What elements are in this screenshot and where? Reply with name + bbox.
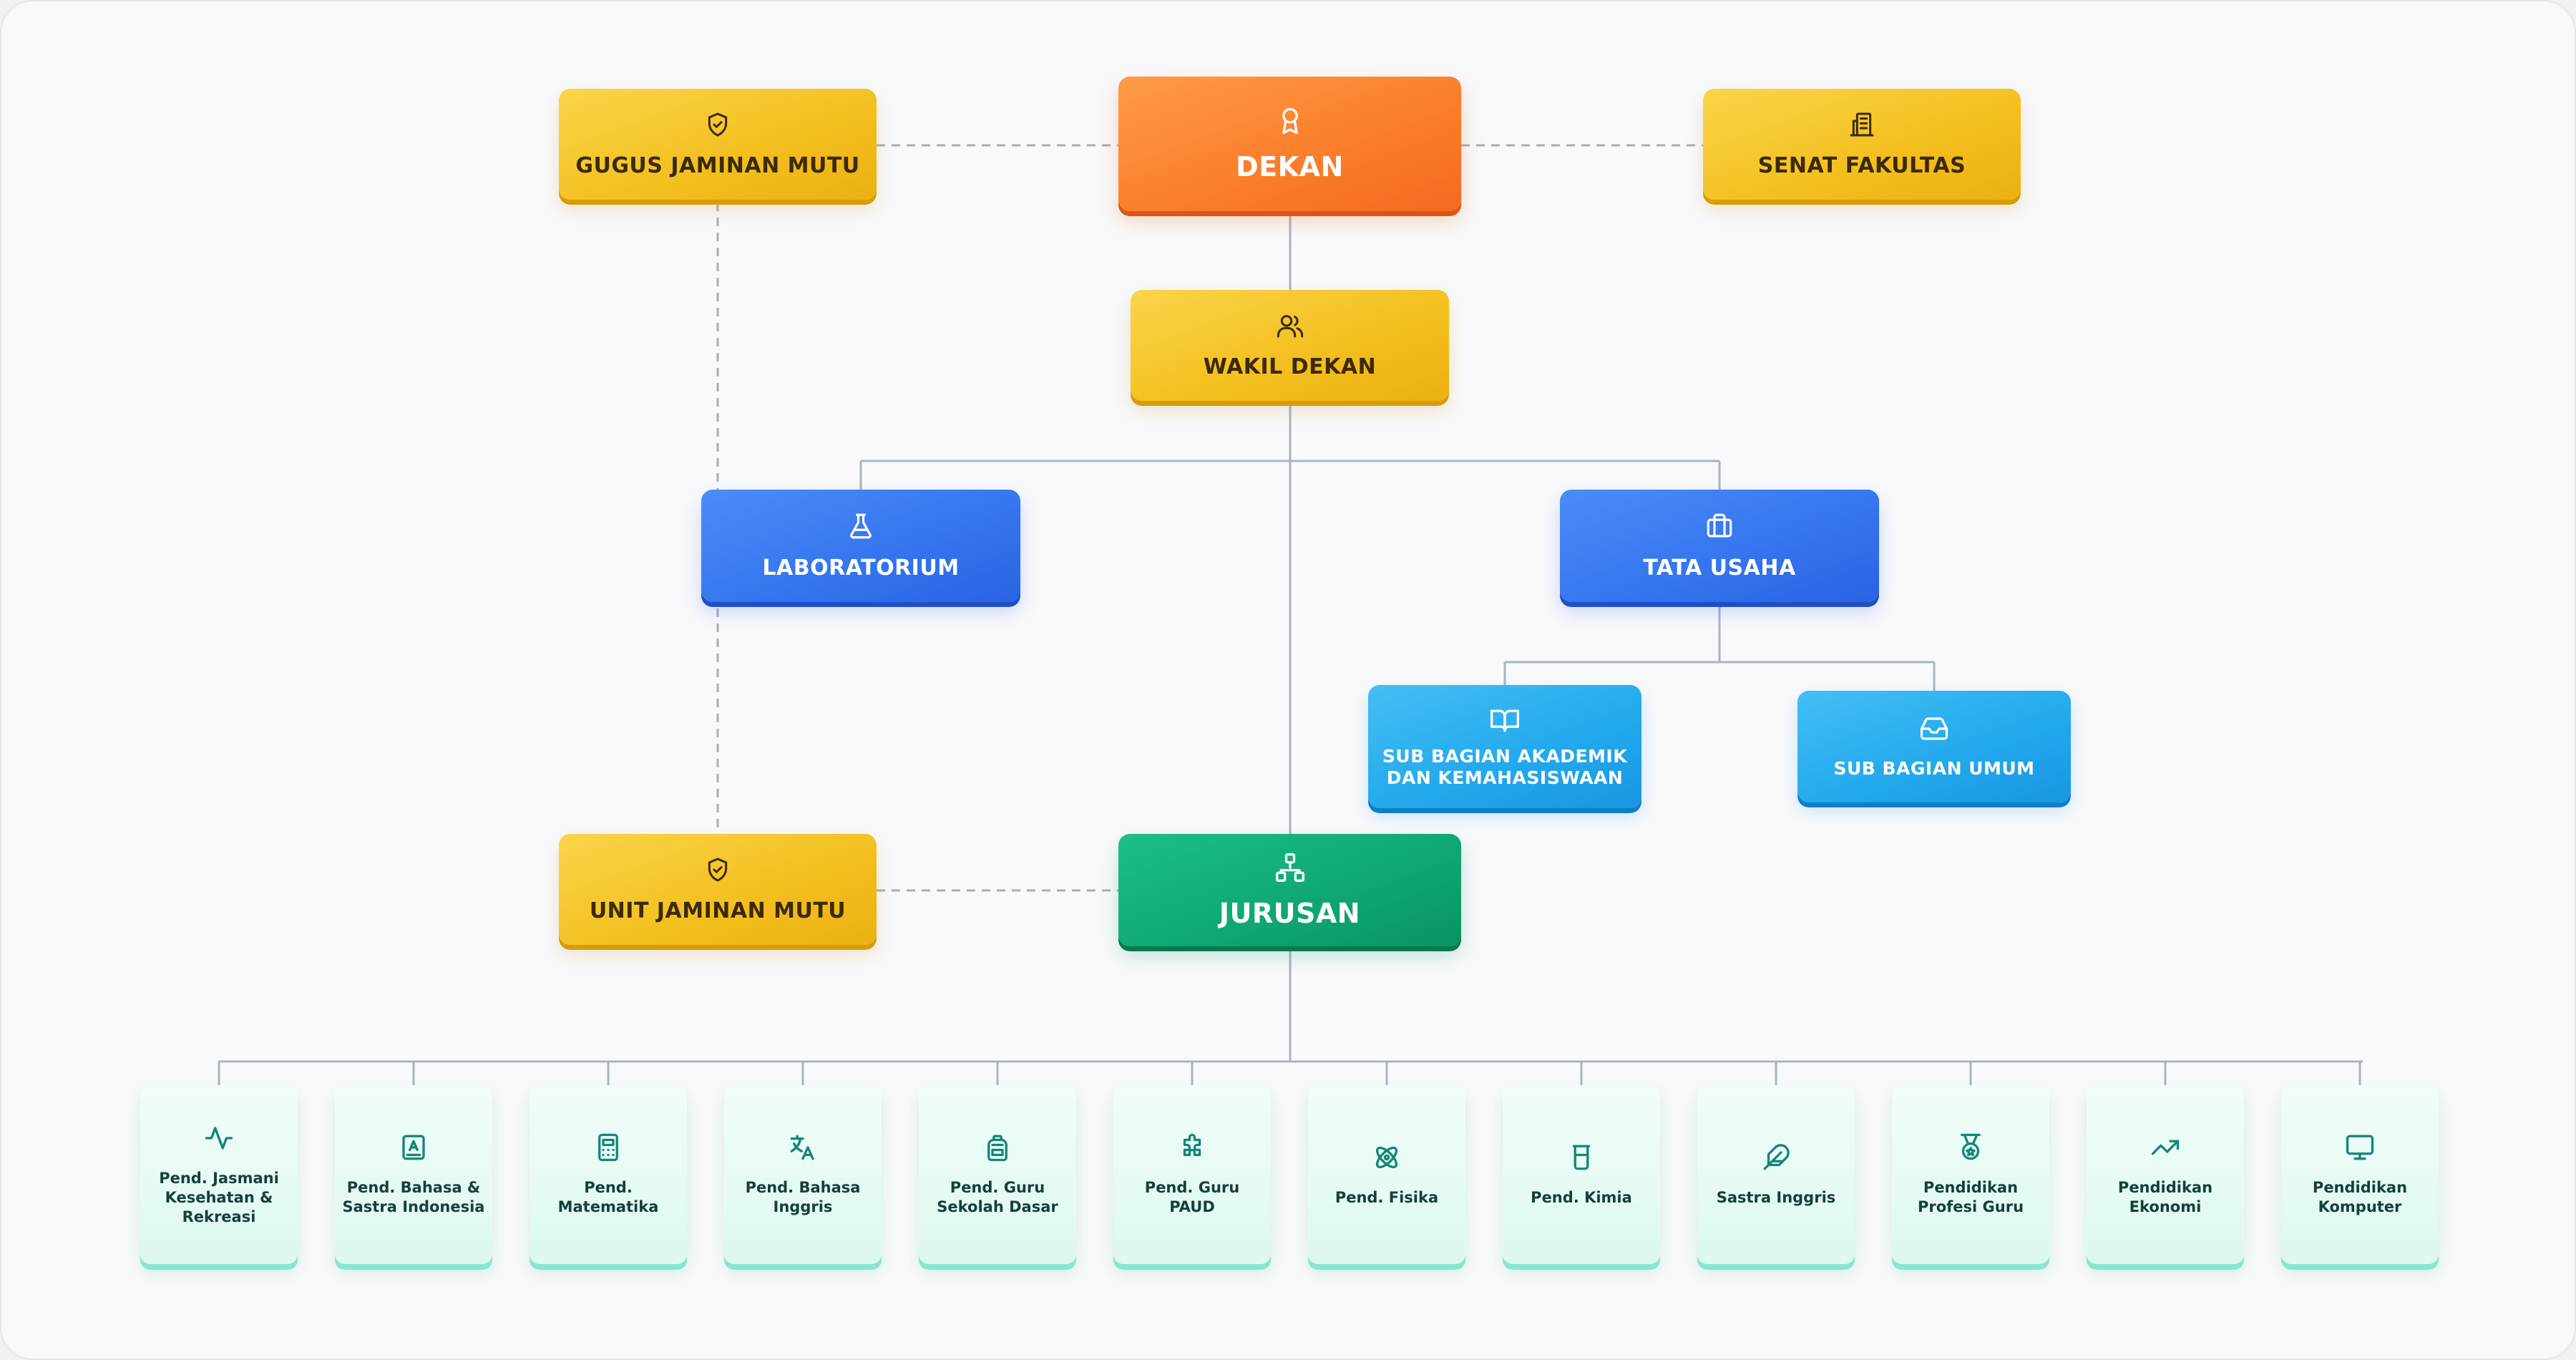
calculator-icon [598, 1133, 618, 1162]
program-label-line: Pendidikan [2117, 1179, 2213, 1196]
feather-icon [1763, 1143, 1790, 1170]
users-icon [1277, 315, 1303, 338]
node-label: UNIT JAMINAN MUTU [589, 898, 847, 923]
node-label: LABORATORIUM [762, 555, 960, 581]
network-icon [1275, 853, 1304, 882]
shield-check-icon [708, 858, 728, 882]
program-label-line: PAUD [1169, 1198, 1215, 1215]
program-card[interactable]: Pend. Guru Sekolah Dasar [919, 1085, 1076, 1264]
node-label: SUB BAGIAN UMUM [1833, 758, 2035, 779]
program-label-line: Sastra Indonesia [342, 1198, 485, 1215]
node-jurusan[interactable]: JURUSAN [1118, 834, 1461, 946]
node-label: DEKAN [1236, 151, 1344, 183]
atom-icon [1375, 1146, 1398, 1168]
node-laboratorium[interactable]: LABORATORIUM [701, 490, 1020, 602]
node-dekan[interactable]: DEKAN [1118, 77, 1461, 211]
book-open-icon [1491, 709, 1519, 732]
program-label-line: Profesi Guru [1917, 1198, 2024, 1215]
program-card[interactable]: Sastra Inggris [1697, 1085, 1855, 1264]
program-label-line: Kesehatan & [165, 1188, 273, 1206]
puzzle-icon [1183, 1133, 1201, 1157]
shield-check-icon [708, 112, 728, 137]
program-label-line: Komputer [2318, 1198, 2402, 1215]
program-label-line: Pend. Bahasa & [346, 1179, 481, 1196]
program-label-line: Sekolah Dasar [937, 1198, 1058, 1215]
node-senat-fakultas[interactable]: SENAT FAKULTAS [1703, 89, 2021, 200]
node-sub-bagian-umum[interactable]: SUB BAGIAN UMUM [1797, 691, 2071, 802]
node-tata-usaha[interactable]: TATA USAHA [1560, 490, 1879, 602]
program-label-line: Pend. Guru [1144, 1179, 1240, 1196]
program-card[interactable]: Pendidikan Ekonomi [2087, 1085, 2244, 1264]
program-card[interactable]: Pend. Jasmani Kesehatan & Rekreasi [140, 1085, 298, 1264]
program-label-line: Pend. Kimia [1531, 1188, 1632, 1206]
node-label: TATA USAHA [1643, 555, 1796, 581]
program-label-line: Pend. Guru [950, 1179, 1045, 1196]
activity-icon [205, 1126, 233, 1150]
program-label-line: Pend. Bahasa [745, 1179, 861, 1196]
inbox-icon [1920, 717, 1948, 740]
program-card[interactable]: Pendidikan Profesi Guru [1892, 1085, 2049, 1264]
backpack-icon [987, 1135, 1008, 1162]
program-card[interactable]: Pend. Bahasa & Sastra Indonesia [335, 1085, 492, 1264]
node-label: GUGUS JAMINAN MUTU [575, 153, 860, 178]
program-label-line: Pendidikan [2312, 1179, 2408, 1196]
program-label-line: Pendidikan [1923, 1179, 2019, 1196]
book-letter-icon [402, 1135, 425, 1160]
program-label-line: Pend. Fisika [1335, 1188, 1439, 1206]
program-label-line: Matematika [557, 1198, 659, 1215]
line-program-drops [218, 1062, 2361, 1085]
node-unit-jaminan-mutu[interactable]: UNIT JAMINAN MUTU [559, 834, 877, 945]
node-label-line-2: DAN KEMAHASISWAAN [1386, 767, 1624, 788]
program-label-line: Ekonomi [2129, 1198, 2202, 1215]
line-tata-subs [1503, 602, 1936, 691]
node-label: WAKIL DEKAN [1203, 354, 1377, 379]
node-label-line-1: SUB BAGIAN AKADEMIK [1382, 746, 1628, 767]
briefcase-icon [1707, 513, 1732, 538]
program-label-line: Sastra Inggris [1716, 1188, 1836, 1206]
program-card[interactable]: Pend. Bahasa Inggris [724, 1085, 882, 1264]
program-card[interactable]: Pendidikan Komputer [2281, 1085, 2439, 1264]
program-card[interactable]: Pend. Matematika [530, 1085, 687, 1264]
program-card[interactable]: Pend. Guru PAUD [1113, 1085, 1271, 1264]
trending-up-icon [2151, 1140, 2180, 1155]
node-gugus-jaminan-mutu[interactable]: GUGUS JAMINAN MUTU [559, 89, 877, 200]
program-card[interactable]: Pend. Fisika [1308, 1085, 1465, 1264]
line-jurusan-programs [218, 946, 2363, 1063]
node-label: JURUSAN [1219, 897, 1361, 929]
line-branch-lab-tata [859, 460, 1721, 490]
program-label-line: Inggris [773, 1198, 833, 1215]
award-icon [1282, 107, 1298, 135]
flask-icon [850, 513, 872, 539]
node-sub-bagian-akademik[interactable]: SUB BAGIAN AKADEMIK DAN KEMAHASISWAAN [1368, 685, 1641, 808]
node-label: SENAT FAKULTAS [1757, 153, 1966, 178]
program-label-line: Pend. Jasmani [159, 1169, 279, 1187]
medal-icon [1961, 1133, 1981, 1160]
program-label-line: Pend. [584, 1179, 633, 1196]
beaker-icon [1572, 1145, 1591, 1170]
node-wakil-dekan[interactable]: WAKIL DEKAN [1131, 290, 1449, 401]
program-card[interactable]: Pend. Kimia [1503, 1085, 1660, 1264]
program-label-line: Rekreasi [182, 1208, 256, 1225]
building-icon [1850, 112, 1874, 137]
monitor-icon [2346, 1135, 2374, 1160]
translate-icon [790, 1135, 814, 1160]
